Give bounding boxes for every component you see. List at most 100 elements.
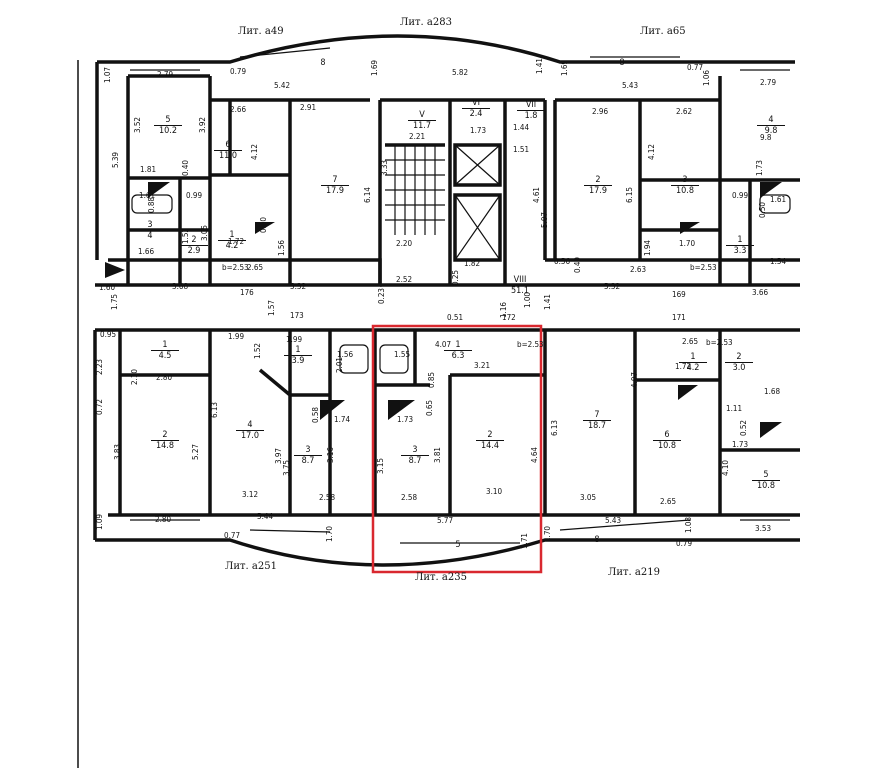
room-area: 6.3 — [451, 351, 465, 361]
dimension-label: 2.65 — [247, 263, 264, 272]
dimension-label: 5.43 — [605, 516, 622, 525]
dimension-label: 0.99 — [732, 191, 749, 200]
dimension-label: 3.05 — [580, 493, 597, 502]
dimension-label: 1.41 — [543, 293, 553, 311]
dimension-label: 0.88 — [147, 196, 157, 214]
dimension-label: 172 — [502, 313, 516, 322]
dimension-label: 5.07 — [540, 211, 550, 229]
dimension-label: 1.70 — [543, 525, 553, 543]
room-label-bc-5: 5 — [444, 541, 472, 550]
dimension-label: 1.60 — [99, 283, 116, 292]
room-area: 3.9 — [291, 356, 305, 366]
room-area: 2.4 — [469, 109, 483, 119]
dimension-label: b=2.53 — [222, 263, 249, 272]
room-area: 4 — [147, 231, 153, 241]
room-number: 2 — [584, 176, 612, 186]
dimension-label: 2.65 — [682, 337, 699, 346]
room-number: 2 — [151, 431, 179, 441]
dimension-label: 1.00 — [523, 291, 533, 309]
room-number: 1 — [284, 346, 312, 356]
dimension-label: 2.80 — [156, 373, 173, 382]
dimension-label: 0.99 — [186, 191, 203, 200]
dimension-label: 0.56 — [554, 257, 571, 266]
dimension-label: 2.91 — [300, 103, 317, 112]
dimension-label: 1.57 — [267, 299, 277, 317]
upper-left-walls — [126, 74, 382, 285]
dimension-label: 3.92 — [198, 116, 208, 134]
bathtub-icon — [339, 344, 369, 374]
dimension-label: 171 — [672, 313, 686, 322]
dimension-label: 2.20 — [396, 239, 413, 248]
dimension-label: 1.74 — [334, 415, 351, 424]
room-area: 2.9 — [187, 246, 201, 256]
room-area: 10.8 — [675, 186, 695, 196]
room-area: 4.5 — [158, 351, 172, 361]
room-area: 17.9 — [325, 186, 345, 196]
room-number: 1 — [444, 341, 472, 351]
highlighted-apartment — [371, 324, 543, 574]
room-number: 5 — [154, 116, 182, 126]
room-number: VI — [462, 99, 490, 109]
room-label-br-8: 8 — [583, 536, 611, 545]
lit-label-bottom-center: Лит. а235 — [415, 572, 467, 583]
windows — [130, 47, 790, 544]
dimension-label: 1.70 — [325, 525, 335, 543]
dimension-label: 2.21 — [409, 132, 426, 141]
dimension-label: 1.75 — [110, 293, 120, 311]
lower-left-walls — [118, 330, 332, 515]
dimension-label: 1.66 — [138, 247, 155, 256]
dimension-label: 1.68 — [764, 387, 781, 396]
dimension-label: 4.12 — [647, 143, 657, 161]
room-label-tr-8: 8 — [608, 59, 636, 68]
room-area: 3.0 — [732, 363, 746, 373]
dimension-label: 2.79 — [760, 78, 777, 87]
lower-center-walls — [373, 330, 547, 515]
room-area: 11.7 — [412, 121, 432, 131]
dimension-label: 1.06 — [702, 69, 712, 87]
room-area: 14.8 — [155, 441, 175, 451]
room-number: 3 — [671, 176, 699, 186]
dimension-label: 2.65 — [660, 497, 677, 506]
dimension-label: 0.79 — [676, 539, 693, 548]
shaft-icon — [388, 400, 415, 420]
dimension-label: 1.56 — [337, 350, 354, 359]
room-number: 4 — [757, 116, 785, 126]
room-number: 6 — [653, 431, 681, 441]
dimension-label: 2.52 — [396, 275, 413, 284]
dimension-label: b=2.53 — [706, 338, 733, 347]
room-area: 4.2 — [686, 363, 700, 373]
shaft-icon — [148, 182, 170, 198]
room-area: 8.7 — [301, 456, 315, 466]
room-number: 7 — [583, 411, 611, 421]
dimension-label: 3.66 — [752, 288, 769, 297]
dimension-label: 4.64 — [530, 446, 540, 464]
dimension-label: 173 — [290, 311, 304, 320]
room-number: V — [408, 111, 436, 121]
dimension-label: 1.73 — [732, 440, 749, 449]
dimension-label: 176 — [240, 288, 254, 297]
dimension-label: 1.56 — [277, 239, 287, 257]
dimension-label: 1.08 — [684, 516, 694, 534]
dimension-label: 3.53 — [755, 524, 772, 533]
dimension-label: 1.69 — [370, 59, 380, 77]
dimension-label: 1.72 — [228, 237, 245, 246]
dimension-label: 2.63 — [630, 265, 647, 274]
dimension-label: 2.62 — [676, 107, 693, 116]
room-area: 10.8 — [657, 441, 677, 451]
dimension-label: 0.77 — [224, 531, 241, 540]
room-number: 4 — [236, 421, 264, 431]
shaft-icon — [680, 222, 700, 234]
